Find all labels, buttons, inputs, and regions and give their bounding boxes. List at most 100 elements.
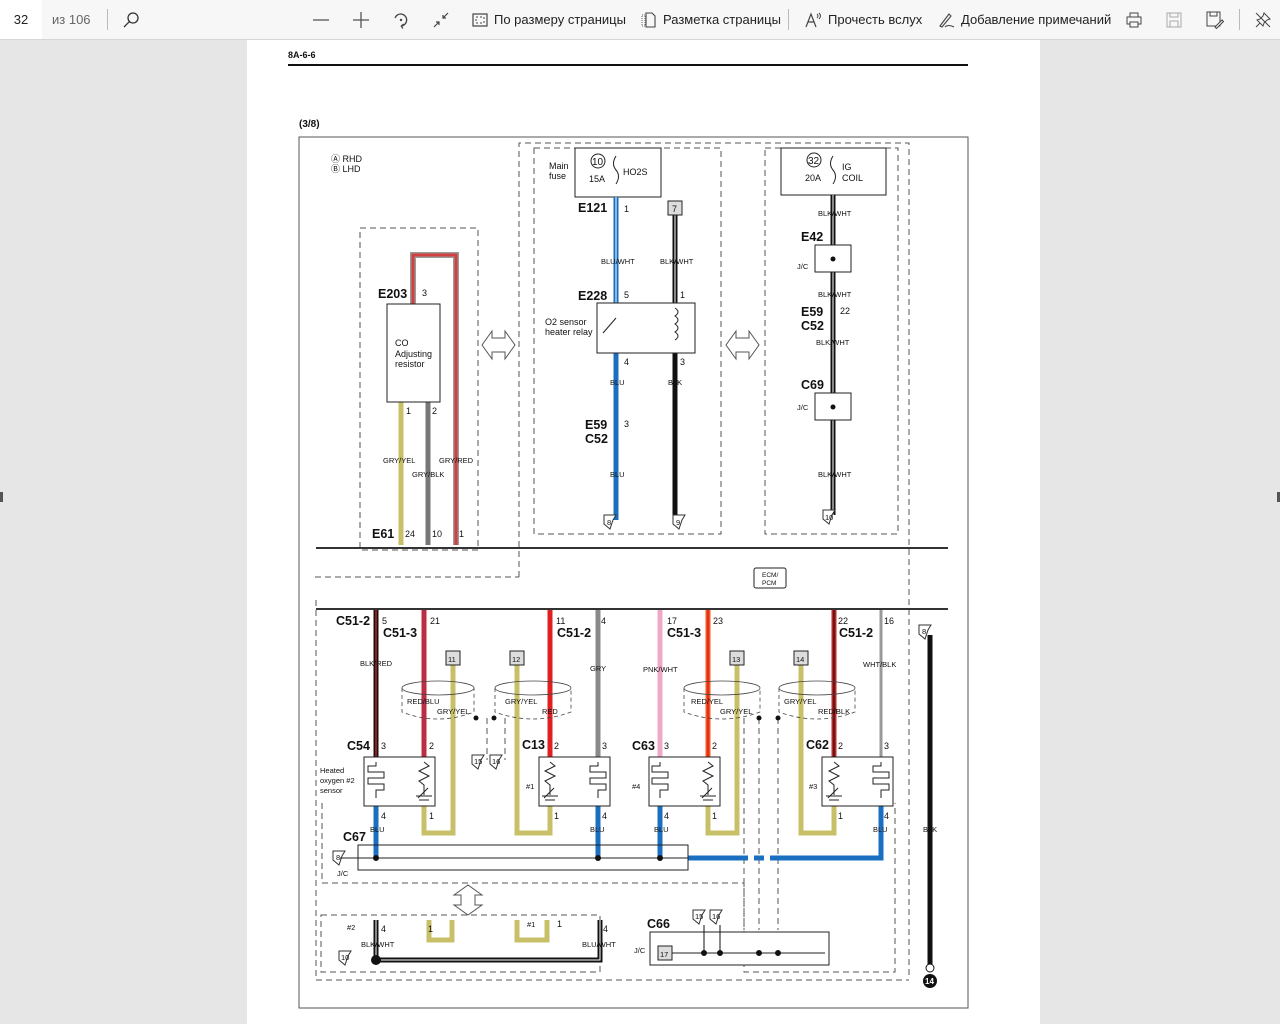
save-button[interactable] xyxy=(1166,0,1182,39)
search-icon xyxy=(123,11,139,27)
connector-label: E59 xyxy=(585,418,607,432)
pin-number: 1 xyxy=(428,924,433,934)
fuse-icon xyxy=(613,155,619,185)
fuse-number: 10 xyxy=(592,157,604,168)
add-notes-button[interactable]: Добавление примечаний xyxy=(937,0,1111,39)
fuse-number-circle xyxy=(806,152,822,168)
sensor-label: sensor xyxy=(320,786,343,795)
connector-label: C13 xyxy=(522,738,545,752)
rotate-button[interactable] xyxy=(392,0,410,39)
wire-label: BLK/WHT xyxy=(816,338,850,347)
pin-number: 4 xyxy=(601,616,606,626)
page-layout-icon xyxy=(641,11,656,28)
jc-label: J/C xyxy=(634,946,646,955)
connector-label: C51-2 xyxy=(336,614,370,628)
fit-page-button[interactable]: По размеру страницы xyxy=(472,0,626,39)
reference-number: 10 xyxy=(825,513,833,522)
wire-label: BLK xyxy=(668,378,682,387)
wire-label: BLU xyxy=(370,825,385,834)
main-fuse-label: fuse xyxy=(549,171,566,181)
wire-label: BLU xyxy=(610,378,625,387)
pin-number: 1 xyxy=(712,811,717,821)
fit-page-label: По размеру страницы xyxy=(494,12,626,27)
jc-label: J/C xyxy=(337,869,349,878)
terminal-number: 12 xyxy=(512,655,520,664)
pin-number: 3 xyxy=(602,741,607,751)
sensor-label: oxygen #2 xyxy=(320,776,355,785)
wire-label: BLK/WHT xyxy=(818,470,852,479)
connector-label: C51-2 xyxy=(557,626,591,640)
wire-label: GRY/YEL xyxy=(437,707,469,716)
pin-number: 21 xyxy=(430,616,440,626)
divider xyxy=(107,9,108,30)
wire-label: RED/BLK xyxy=(818,707,850,716)
jc-label: J/C xyxy=(797,403,809,412)
connector-label: C63 xyxy=(632,739,655,753)
pin-numbers: 3 1 2 24 10 1 1 5 1 4 3 3 22 5 21 11 4 1… xyxy=(381,204,894,934)
add-notes-label: Добавление примечаний xyxy=(961,12,1112,27)
pin-number: 24 xyxy=(405,529,415,539)
save-icon xyxy=(1166,12,1182,27)
double-arrow-icon xyxy=(452,884,484,916)
fuse-icon xyxy=(830,155,836,185)
rotate-icon xyxy=(394,12,408,29)
junction-dots xyxy=(371,855,663,965)
connector-label: E59 xyxy=(801,305,823,319)
ecm-label: ECM/ xyxy=(762,572,778,579)
pin-toolbar-button[interactable] xyxy=(1255,0,1271,39)
pen-icon xyxy=(939,12,955,28)
pin-number: 4 xyxy=(381,924,386,934)
pin-number: 3 xyxy=(680,357,685,367)
pin-number: 1 xyxy=(429,811,434,821)
section-label: (3/8) xyxy=(299,119,320,130)
pin-number: 4 xyxy=(603,924,608,934)
connector-label: C67 xyxy=(343,830,366,844)
wire-label: RED/BLU xyxy=(407,697,440,706)
previous-page-arrow[interactable] xyxy=(0,492,3,502)
sensor-number: #2 xyxy=(347,923,355,932)
save-as-icon xyxy=(1206,11,1224,29)
co-adjusting-resistor xyxy=(386,303,441,403)
pin-number: 17 xyxy=(667,616,677,626)
connector-label: C51-2 xyxy=(839,626,873,640)
next-page-arrow[interactable] xyxy=(1277,492,1280,502)
reference-number: 8 xyxy=(336,853,340,862)
wire-color-labels: GRY/YEL GRY/BLK GRY/RED BLU/WHT BLK/WHT … xyxy=(360,209,937,949)
sensor-label: Heated xyxy=(320,766,344,775)
wire-label: RED/YEL xyxy=(691,697,723,706)
page-number-input[interactable]: 32 xyxy=(0,0,42,39)
search-button[interactable] xyxy=(122,0,140,39)
sensor-number: #1 xyxy=(526,782,534,791)
reference-markers xyxy=(332,509,932,966)
wire-label: GRY/YEL xyxy=(383,456,415,465)
pin-number: 2 xyxy=(712,741,717,751)
connector-labels: E203 E61 E121 E228 E59 C52 E42 E59 C52 C… xyxy=(336,201,873,931)
pin-number: 1 xyxy=(406,406,411,416)
wire-label: BLU/WHT xyxy=(582,940,616,949)
lhd-legend: Ⓑ LHD xyxy=(331,164,361,174)
print-button[interactable] xyxy=(1125,0,1143,39)
ecm-label: PCM xyxy=(762,580,776,587)
fuse-rating: 15A xyxy=(589,174,605,184)
ground-number: 14 xyxy=(925,977,934,986)
zoom-in-button[interactable] xyxy=(352,0,370,39)
reference-number: 10 xyxy=(341,953,349,962)
reference-number: 15 xyxy=(695,912,703,921)
rhd-legend: Ⓐ RHD xyxy=(331,154,362,164)
fuse-rating: 20A xyxy=(805,173,821,183)
pin-number: 1 xyxy=(554,811,559,821)
terminal-boxes xyxy=(445,650,809,666)
page-layout-button[interactable]: Разметка страницы xyxy=(641,0,781,39)
double-arrow-icon xyxy=(725,329,760,361)
fit-width-button[interactable] xyxy=(432,0,450,39)
relay-coil-icon xyxy=(674,307,679,341)
terminal-number: 17 xyxy=(660,950,668,959)
ground-point-marker xyxy=(923,974,937,988)
read-aloud-label: Прочесть вслух xyxy=(828,12,923,27)
divider xyxy=(1239,9,1240,30)
read-aloud-button[interactable]: Прочесть вслух xyxy=(804,0,922,39)
connector-label: E61 xyxy=(372,527,394,541)
zoom-out-button[interactable] xyxy=(312,0,330,39)
save-as-button[interactable] xyxy=(1206,0,1224,39)
diagram-frame xyxy=(298,136,969,1009)
